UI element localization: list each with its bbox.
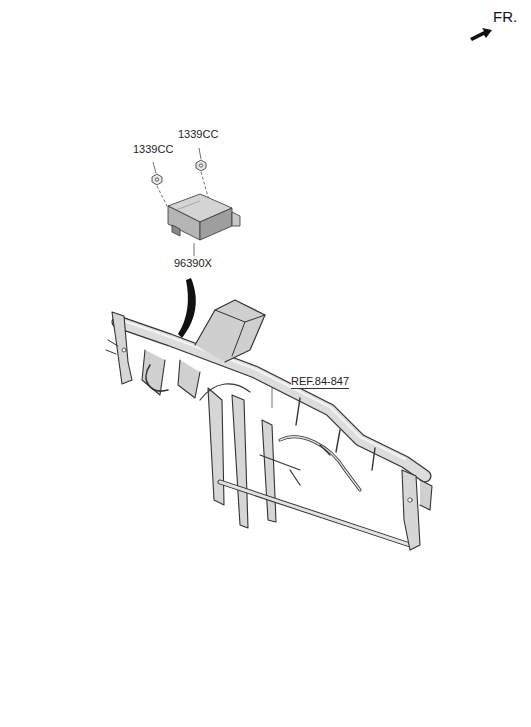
front-arrow — [470, 28, 492, 41]
part-number: 1339CC — [178, 128, 218, 140]
bolt — [152, 160, 206, 185]
part-number: 1339CC — [133, 143, 173, 155]
reference-number: REF.84-847 — [291, 375, 349, 389]
part-number: 96390X — [174, 257, 212, 269]
front-indicator: FR. — [493, 9, 517, 26]
cowl-crossmember — [106, 300, 432, 550]
location-pointer — [178, 278, 196, 338]
airbag-control-module — [168, 194, 240, 240]
